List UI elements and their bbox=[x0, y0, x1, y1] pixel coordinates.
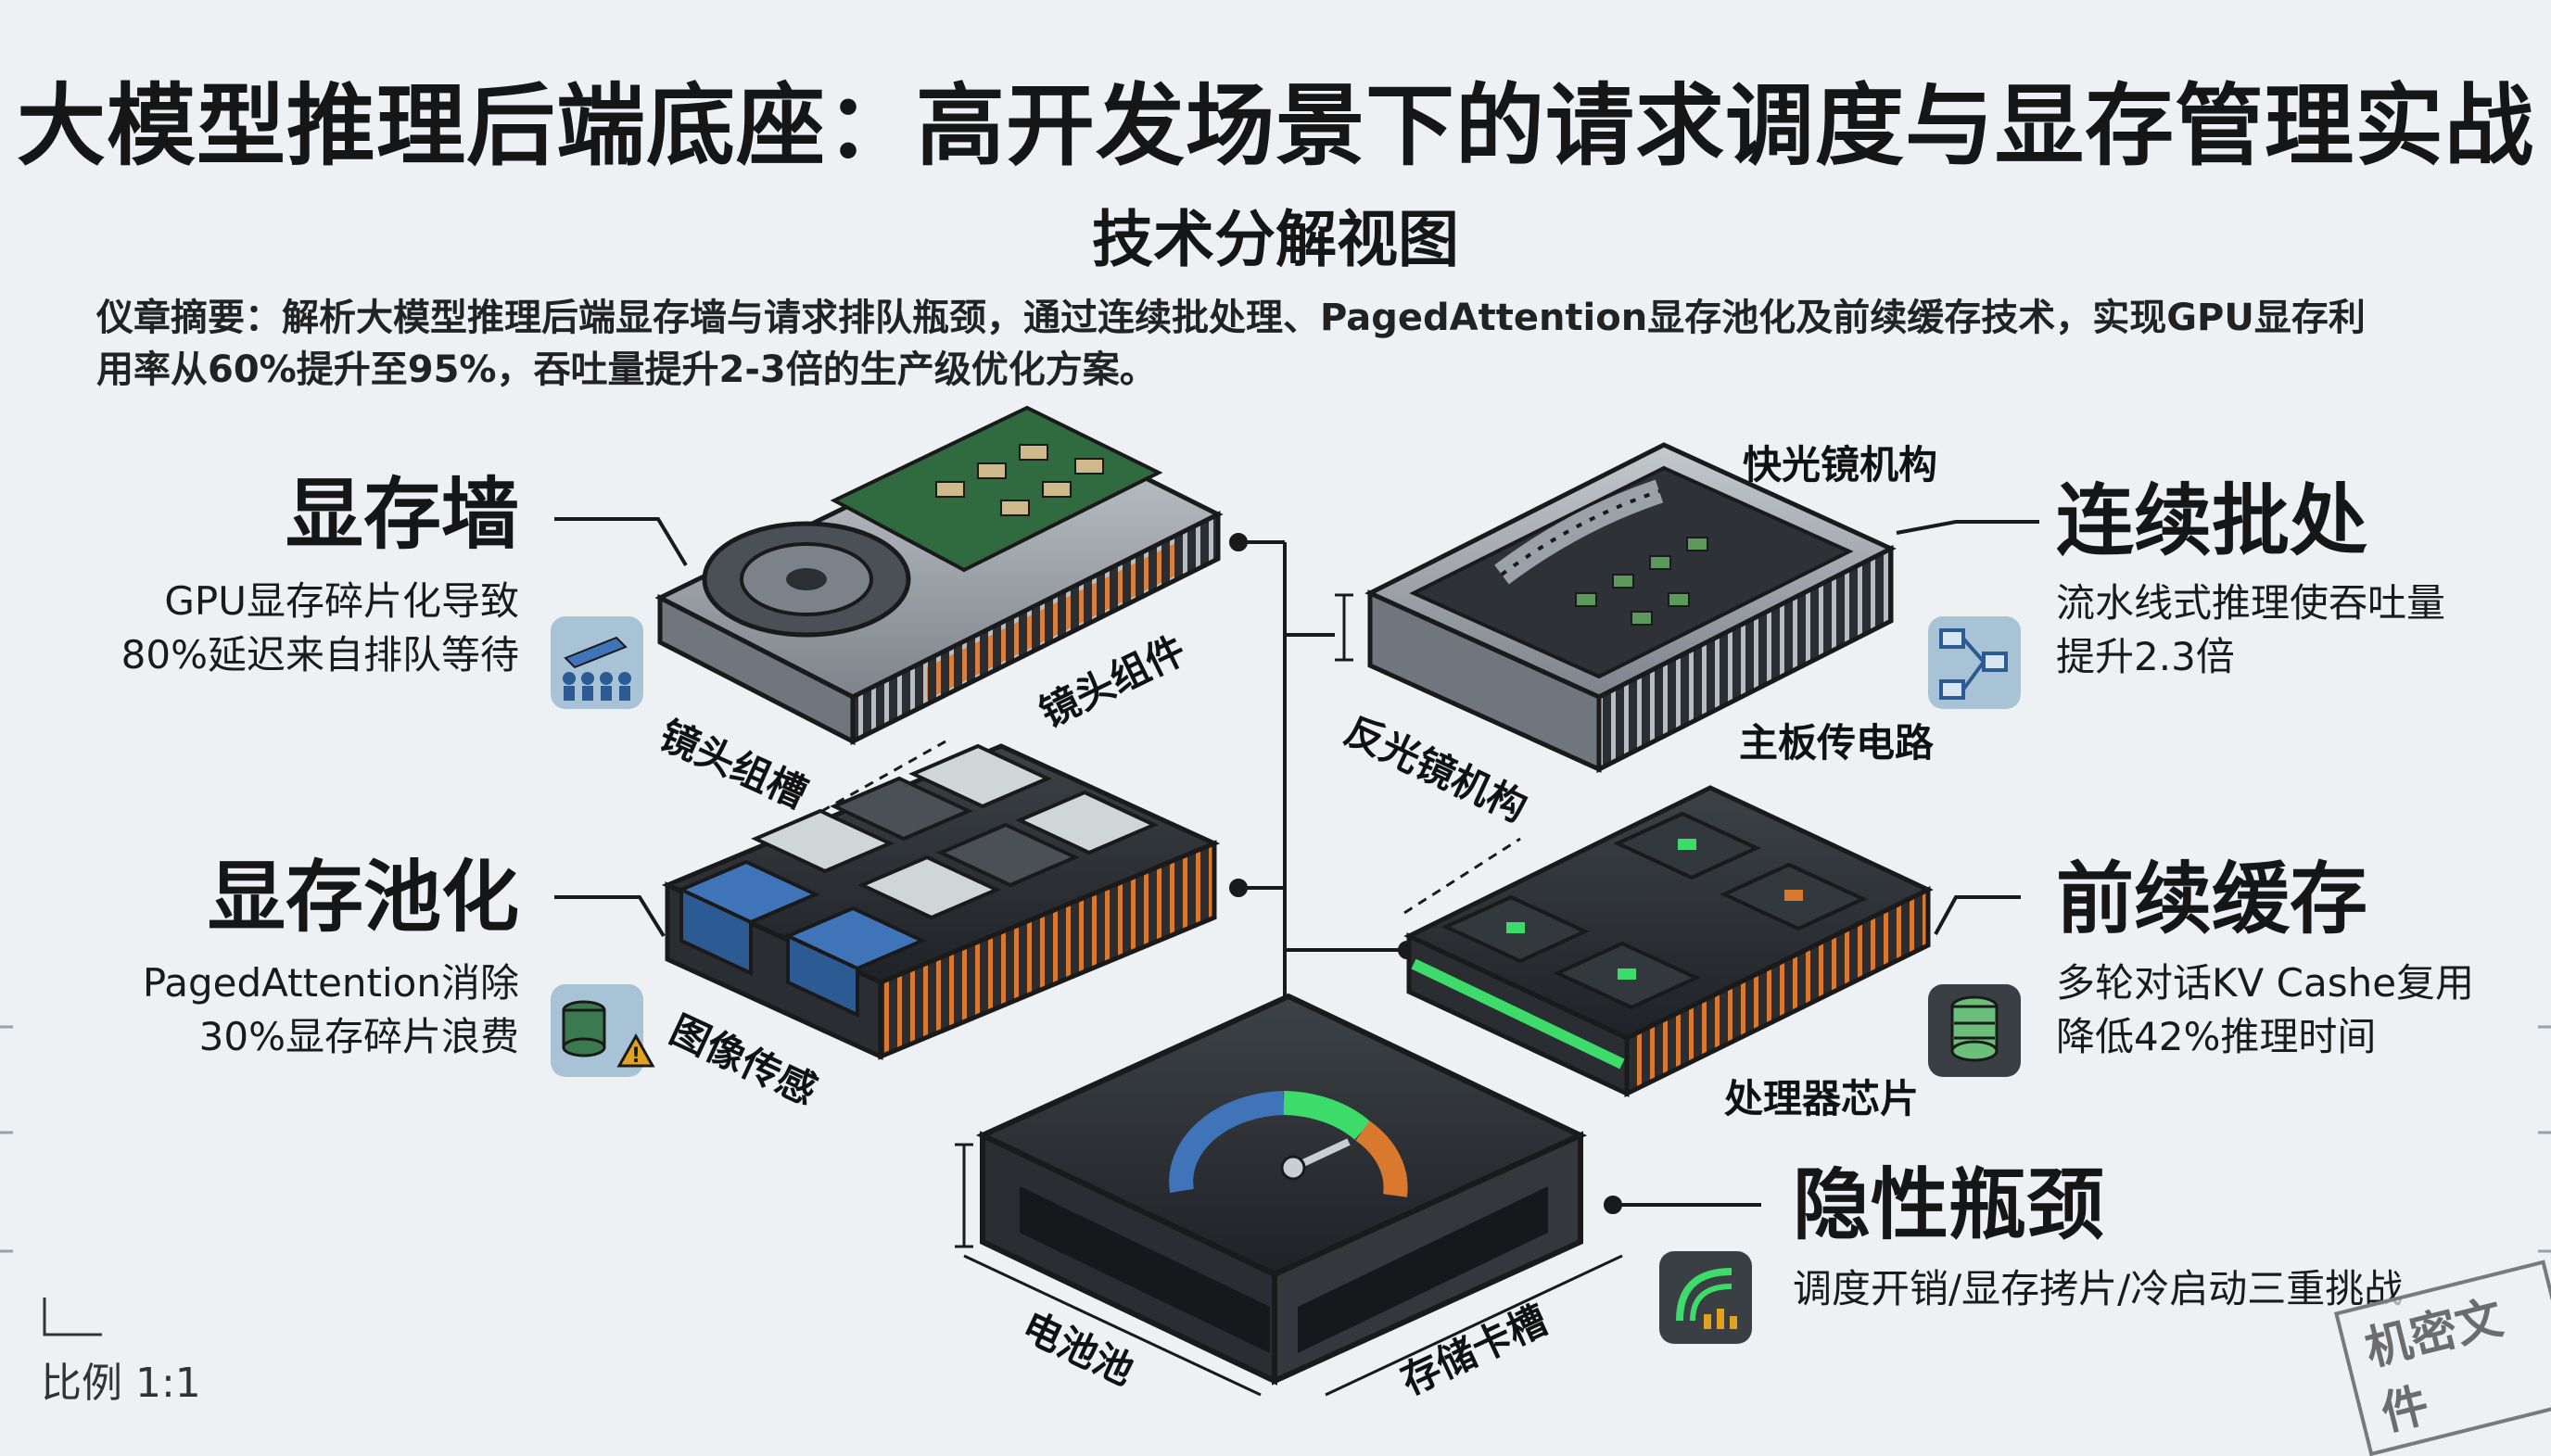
flowchart-icon bbox=[1928, 616, 2021, 709]
feature-desc-line: PagedAttention消除 bbox=[142, 960, 519, 1006]
scale-label: 比例 1:1 bbox=[41, 1360, 201, 1407]
feature-vram-pool: 显存池化 bbox=[208, 851, 519, 943]
abstract-line-1: 仪章摘要：解析大模型推理后端显存墙与请求排队瓶颈，通过连续批处理、PagedAt… bbox=[96, 297, 2366, 339]
feature-desc-line: GPU显存碎片化导致 bbox=[164, 578, 519, 624]
dimension-marks bbox=[690, 593, 1623, 1397]
feature-desc-line: 80%延迟来自排队等待 bbox=[121, 632, 519, 677]
abstract: 仪章摘要：解析大模型推理后端显存墙与请求排队瓶颈，通过连续批处理、PagedAt… bbox=[96, 292, 2469, 396]
exploded-diagram: ! bbox=[0, 405, 2551, 1397]
feature-title: 隐性瓶颈 bbox=[1793, 1159, 2105, 1250]
database-warning-icon: ! bbox=[551, 984, 655, 1077]
gauge-base-module bbox=[975, 993, 1588, 1386]
edge-ticks bbox=[0, 1025, 2551, 1253]
feature-desc-line: 调度开销/显存拷片/冷启动三重挑战 bbox=[1793, 1266, 2404, 1311]
database-check-icon bbox=[1928, 984, 2021, 1077]
gpu-card-module bbox=[654, 405, 1224, 746]
page-subtitle: 技术分解视图 bbox=[1092, 204, 1459, 275]
feature-prefix-cache: 前续缓存 bbox=[2056, 853, 2367, 945]
part-label-processor: 处理器芯片 bbox=[1724, 1076, 1920, 1121]
queue-people-icon bbox=[551, 616, 643, 709]
feature-desc-line: 多轮对话KV Cashe复用 bbox=[2056, 960, 2475, 1006]
part-label-mainboard: 主板传电路 bbox=[1739, 720, 1935, 766]
corner-mark bbox=[43, 1298, 102, 1336]
page-title: 大模型推理后端底座：高开发场景下的请求调度与显存管理实战 bbox=[17, 74, 2534, 178]
feature-desc-line: 流水线式推理使吞吐量 bbox=[2056, 580, 2446, 626]
memory-pool-module bbox=[661, 743, 1221, 1060]
part-label-shutter: 快光镜机构 bbox=[1743, 442, 1938, 487]
feature-desc-line: 降低42%推理时间 bbox=[2056, 1014, 2377, 1059]
processor-module bbox=[1403, 785, 1934, 1098]
abstract-line-2: 用率从60%提升至95%，吞吐量提升2-3倍的生产级优化方案。 bbox=[96, 348, 1157, 391]
feature-continuous-batch: 连续批处 bbox=[2056, 475, 2367, 567]
feature-desc-line: 提升2.3倍 bbox=[2056, 634, 2235, 679]
feature-vram-pool-desc: PagedAttention消除 30%显存碎片浪费 bbox=[143, 956, 519, 1064]
mainboard-module bbox=[1364, 442, 1897, 774]
feature-title: 显存池化 bbox=[207, 852, 519, 943]
feature-title: 连续批处 bbox=[2056, 475, 2368, 566]
feature-vram-wall: 显存墙 bbox=[286, 468, 519, 561]
feature-continuous-batch-desc: 流水线式推理使吞吐量 提升2.3倍 bbox=[2056, 576, 2445, 684]
gauge-arc-icon bbox=[1659, 1251, 1752, 1344]
connector-lines bbox=[554, 517, 2039, 1214]
feature-vram-wall-desc: GPU显存碎片化导致 80%延迟来自排队等待 bbox=[121, 575, 519, 682]
svg-text:!: ! bbox=[631, 1045, 641, 1068]
feature-hidden-bottleneck: 隐性瓶颈 bbox=[1793, 1158, 2104, 1251]
feature-prefix-cache-desc: 多轮对话KV Cashe复用 降低42%推理时间 bbox=[2056, 956, 2474, 1064]
feature-hidden-bottleneck-desc: 调度开销/显存拷片/冷启动三重挑战 bbox=[1793, 1262, 2403, 1316]
feature-desc-line: 30%显存碎片浪费 bbox=[198, 1014, 519, 1059]
feature-title: 前续缓存 bbox=[2056, 854, 2368, 944]
feature-title: 显存墙 bbox=[285, 469, 519, 560]
